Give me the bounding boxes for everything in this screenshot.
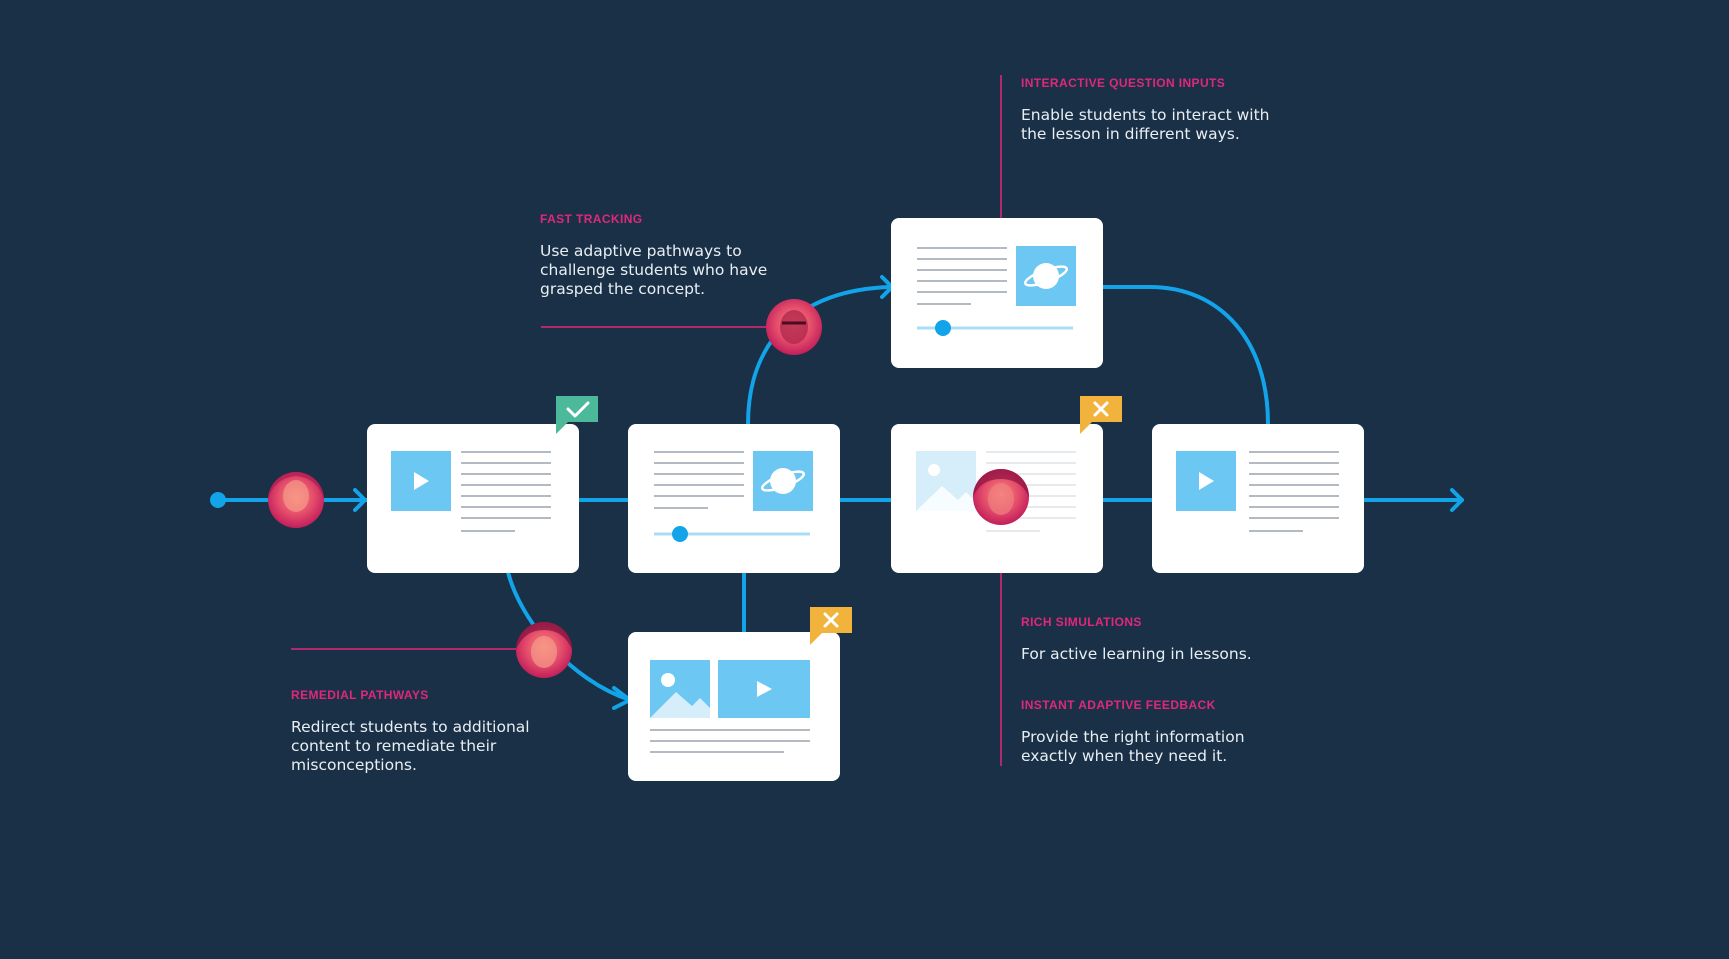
end-arrow [1450, 488, 1464, 512]
return-path [1101, 285, 1270, 426]
arrow-into-card-1 [353, 488, 367, 512]
annotation-rich-simulations: RICH SIMULATIONS For active learning in … [1021, 615, 1281, 664]
annotation-interactive-inputs: INTERACTIVE QUESTION INPUTS Enable stude… [1021, 76, 1281, 144]
annotation-title: INTERACTIVE QUESTION INPUTS [1021, 76, 1226, 90]
avatar-student-start [268, 472, 324, 528]
annotation-body: Enable students to interact with the les… [1021, 106, 1270, 143]
annotation-fast-tracking: FAST TRACKING Use adaptive pathways to c… [540, 212, 770, 299]
incorrect-badge-remedial [810, 607, 852, 645]
annotation-title: FAST TRACKING [540, 212, 643, 226]
text-lines [461, 451, 551, 532]
x-icon [1093, 401, 1109, 417]
fast-track-path [746, 285, 892, 426]
check-icon [566, 401, 590, 418]
slider-handle[interactable] [672, 526, 688, 542]
play-icon [757, 681, 772, 697]
incorrect-badge [1080, 396, 1122, 434]
play-icon [1199, 472, 1214, 490]
avatar-student-simulation [973, 469, 1029, 525]
sun-icon [928, 464, 940, 476]
text-lines [654, 451, 744, 509]
sun-icon [661, 673, 675, 687]
lesson-card-slider[interactable] [628, 424, 840, 573]
planet-icon [1023, 263, 1069, 289]
lesson-card-video[interactable] [367, 424, 579, 573]
annotation-title: RICH SIMULATIONS [1021, 615, 1142, 629]
avatar-student-remedial [516, 622, 572, 678]
lesson-card-remedial[interactable] [628, 632, 840, 781]
check-badge [556, 396, 598, 434]
annotation-instant-feedback: INSTANT ADAPTIVE FEEDBACK Provide the ri… [1021, 698, 1281, 766]
annotation-body: For active learning in lessons. [1021, 645, 1252, 663]
annotation-body: Provide the right information exactly wh… [1021, 728, 1245, 765]
x-icon [823, 612, 839, 628]
avatar-student-fast-track [766, 299, 822, 355]
lesson-card-final[interactable] [1152, 424, 1364, 573]
annotation-body: Redirect students to additional content … [291, 718, 530, 774]
annotation-title: REMEDIAL PATHWAYS [291, 688, 429, 702]
lesson-card-fast-track[interactable] [891, 218, 1103, 368]
annotation-title: INSTANT ADAPTIVE FEEDBACK [1021, 698, 1216, 712]
planet-icon [760, 468, 806, 494]
text-lines [650, 729, 810, 753]
text-lines [917, 247, 1007, 305]
annotation-body: Use adaptive pathways to challenge stude… [540, 242, 768, 298]
play-icon [414, 472, 429, 490]
text-lines [1249, 451, 1339, 532]
slider-handle[interactable] [935, 320, 951, 336]
annotation-remedial-pathways: REMEDIAL PATHWAYS Redirect students to a… [291, 688, 536, 775]
start-dot [210, 492, 226, 508]
mountain-icon [916, 486, 976, 511]
mountain-icon [650, 692, 710, 718]
